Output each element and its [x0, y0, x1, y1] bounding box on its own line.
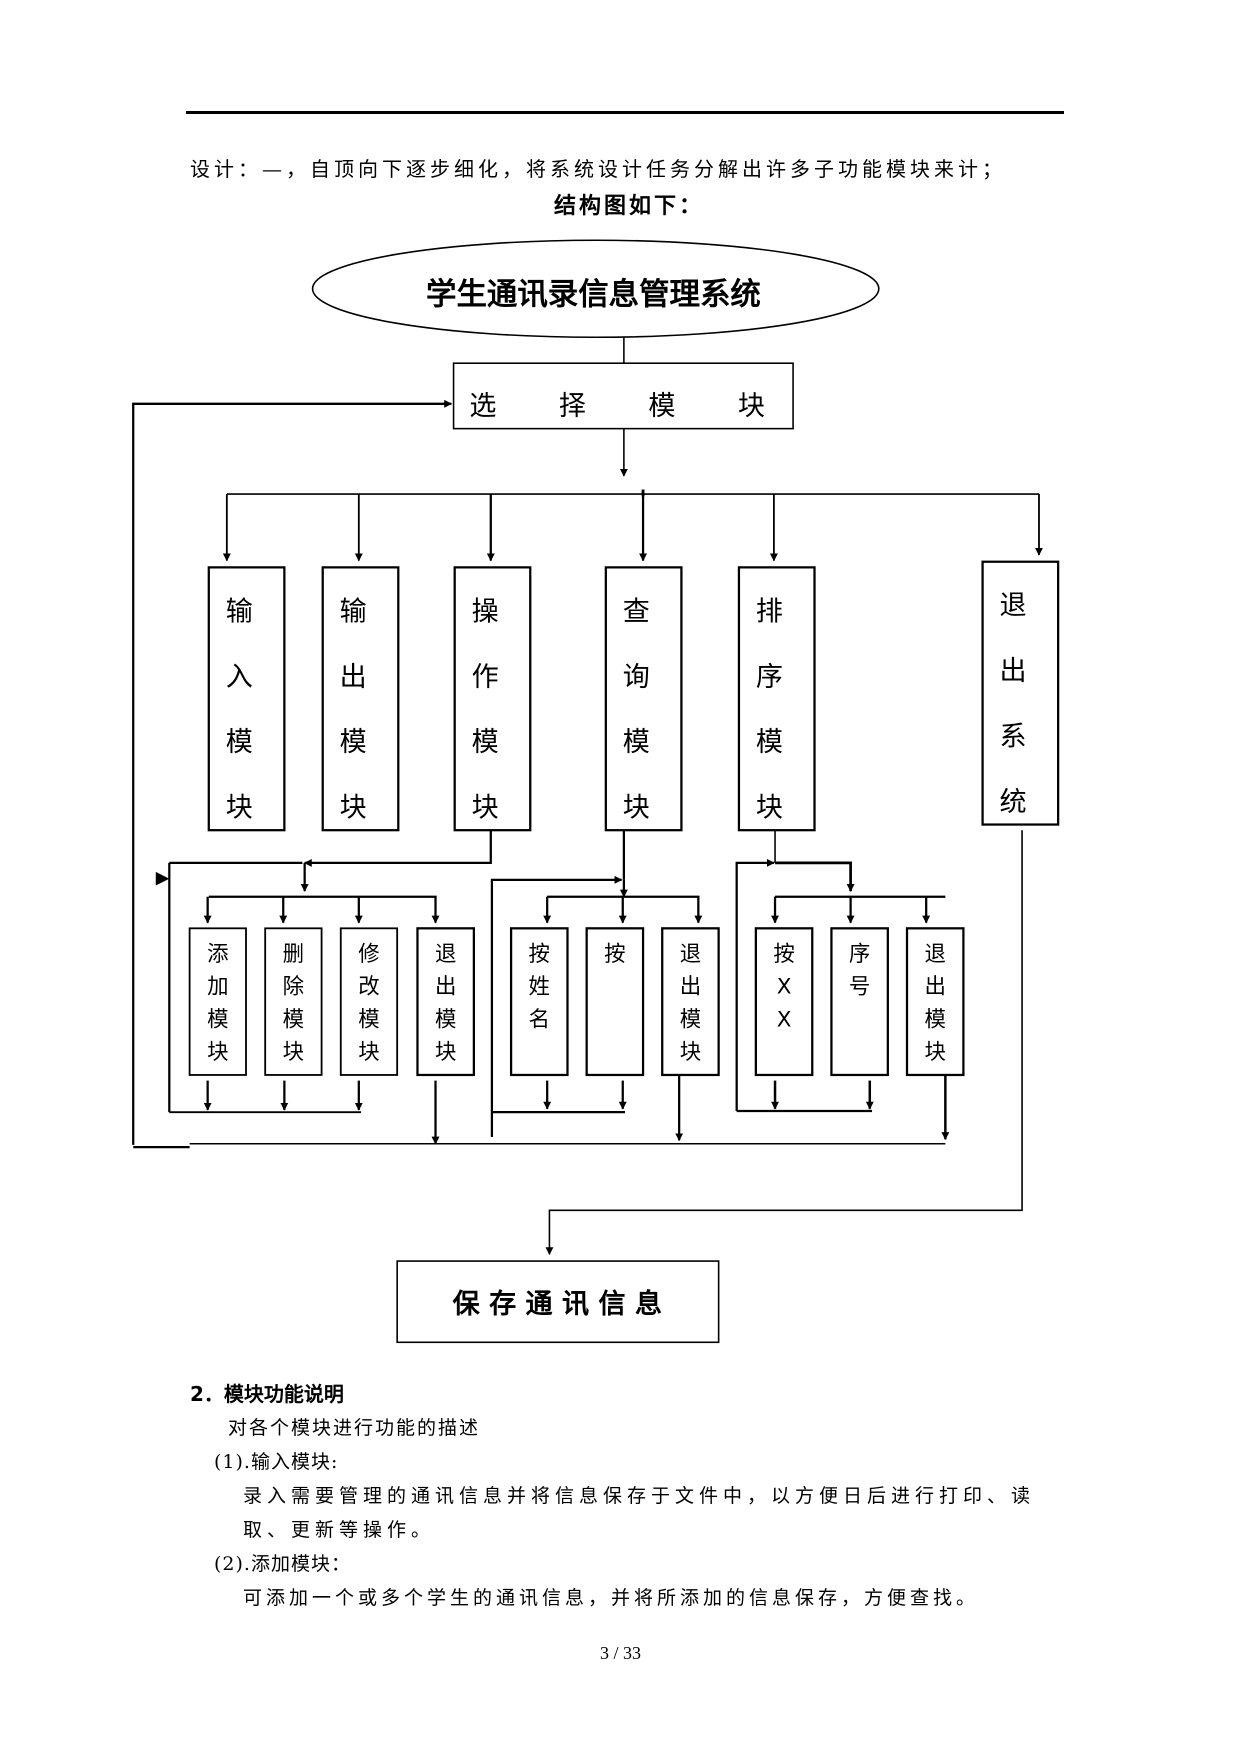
- module-1-label-char: 模: [340, 727, 367, 758]
- operate-submodule-3-label-char: 模: [435, 1007, 456, 1032]
- diagram-heading: 结构图如下：: [554, 194, 705, 219]
- module-2-label-char: 作: [472, 662, 499, 693]
- operate-submodule-2-label-char: 修: [358, 942, 379, 967]
- module-box-0: [207, 566, 286, 832]
- module-1-label-char: 输: [340, 596, 367, 627]
- module-5-label-char: 出: [1000, 656, 1027, 687]
- operate-submodule-1-label-char: 删: [283, 942, 304, 967]
- query-submodule-1-label-char: 按: [604, 942, 625, 967]
- module-box-5: [981, 560, 1060, 826]
- operate-submodule-0-label-char: 模: [207, 1007, 228, 1032]
- query-submodule-2-label-char: 块: [680, 1040, 701, 1065]
- module-1-label-char: 出: [340, 662, 367, 693]
- module-0-label-char: 入: [226, 662, 253, 693]
- module-2-label-char: 模: [472, 727, 499, 758]
- query-submodule-box-1: [585, 927, 645, 1077]
- operate-submodule-2-label-char: 模: [358, 1007, 379, 1032]
- module-0-label-char: 块: [226, 793, 253, 824]
- operate-submodule-box-1: [264, 927, 323, 1076]
- operate-submodule-3-label-char: 块: [435, 1040, 456, 1065]
- connector-arrow: [775, 861, 855, 892]
- intro-paragraph: 设计：—，自顶向下逐步细化，将系统设计任务分解出许多子功能模块来计；: [190, 157, 1006, 181]
- item-2-body-line1: 可添加一个或多个学生的通讯信息，并将所添加的信息保存，方便查找。: [243, 1587, 980, 1609]
- module-2-label-char: 块: [472, 793, 499, 824]
- operate-submodule-0-label-char: 添: [207, 942, 228, 967]
- module-3-label-char: 查: [623, 596, 650, 627]
- section-2-heading: 2．模块功能说明: [190, 1382, 344, 1406]
- return-loop-line: [132, 399, 453, 1145]
- module-1-label-char: 块: [340, 793, 367, 824]
- query-submodule-0-label-char: 按: [529, 942, 550, 967]
- operate-entry-arrow-icon: [155, 871, 170, 886]
- save-info-label: 保 存 通 讯 信 息: [452, 1288, 662, 1320]
- operate-submodule-3-label-char: 退: [435, 942, 456, 967]
- operate-submodule-1-label-char: 模: [283, 1007, 304, 1032]
- operate-submodule-box-3: [416, 927, 475, 1077]
- connector-arrow: [490, 875, 623, 1137]
- query-submodule-2-label-char: 退: [680, 942, 701, 967]
- operate-submodule-1-label-char: 除: [283, 975, 304, 1000]
- module-0-label-char: 输: [226, 596, 253, 627]
- root-title: 学生通讯录信息管理系统: [426, 277, 761, 313]
- module-box-4: [737, 566, 816, 832]
- query-submodule-0-label-char: 姓: [529, 975, 550, 1000]
- module-box-1: [321, 566, 400, 832]
- module-0-label-char: 模: [226, 727, 253, 758]
- module-2-label-char: 操: [472, 596, 499, 627]
- module-3-label-char: 模: [623, 727, 650, 758]
- module-3-label-char: 询: [623, 662, 650, 693]
- module-5-label-char: 退: [1000, 591, 1027, 622]
- header-rule: [186, 111, 1064, 114]
- query-submodule-0-label-char: 名: [529, 1007, 550, 1032]
- sort-submodule-2-label-char: 模: [924, 1007, 945, 1032]
- operate-submodule-box-2: [339, 927, 399, 1076]
- save-info-box: [396, 1260, 720, 1344]
- sort-submodule-1-label-char: 号: [849, 975, 870, 1000]
- select-module-box: [452, 362, 794, 430]
- item-1-body-line2: 取、更新等操作。: [243, 1519, 436, 1541]
- query-submodule-2-label-char: 模: [680, 1007, 701, 1032]
- operate-submodule-1-label-char: 块: [283, 1040, 304, 1065]
- query-submodule-2-label-char: 出: [680, 975, 701, 1000]
- sort-submodule-2-label-char: 退: [924, 942, 945, 967]
- sort-submodule-box-2: [905, 927, 965, 1077]
- item-1-body-line1: 录入需要管理的通讯信息并将信息保存于文件中，以方便日后进行打印、读: [243, 1485, 1036, 1507]
- sort-submodule-0-label-char: 按: [773, 942, 794, 967]
- page-number: 3 / 33: [599, 1643, 641, 1663]
- root-ellipse: [311, 239, 880, 339]
- operate-submodule-2-label-char: 块: [358, 1040, 379, 1065]
- sort-submodule-box-1: [830, 927, 889, 1077]
- sort-submodule-2-label-char: 出: [924, 975, 945, 1000]
- sort-submodule-box-0: [754, 927, 814, 1077]
- operate-submodule-0-label-char: 加: [207, 975, 228, 1000]
- module-5-label-char: 系: [1000, 722, 1027, 753]
- sort-submodule-1-label-char: 序: [849, 942, 870, 967]
- module-4-label-char: 模: [756, 727, 783, 758]
- operate-submodule-3-label-char: 出: [435, 975, 456, 1000]
- exit-to-save-line: [545, 830, 1023, 1256]
- module-box-3: [604, 566, 683, 832]
- query-submodule-box-0: [509, 927, 569, 1077]
- section-2-intro: 对各个模块进行功能的描述: [228, 1417, 481, 1439]
- module-5-label-char: 统: [1000, 787, 1027, 818]
- module-4-label-char: 块: [756, 793, 783, 824]
- item-2-title: (2).添加模块：: [214, 1553, 351, 1575]
- operate-submodule-0-label-char: 块: [207, 1040, 228, 1065]
- sort-submodule-0-label-char: X: [777, 1007, 792, 1032]
- module-3-label-char: 块: [623, 793, 650, 824]
- module-4-label-char: 排: [756, 596, 783, 627]
- connector-arrow: [303, 830, 492, 867]
- query-submodule-box-2: [661, 927, 720, 1077]
- module-box-2: [453, 566, 532, 832]
- item-1-title: (1).输入模块:: [214, 1451, 339, 1473]
- connector-arrow: [735, 858, 775, 1112]
- module-4-label-char: 序: [756, 662, 783, 693]
- sort-submodule-2-label-char: 块: [924, 1040, 945, 1065]
- operate-submodule-box-0: [188, 927, 247, 1076]
- operate-submodule-2-label-char: 改: [358, 975, 379, 1000]
- sort-submodule-0-label-char: X: [777, 975, 792, 1000]
